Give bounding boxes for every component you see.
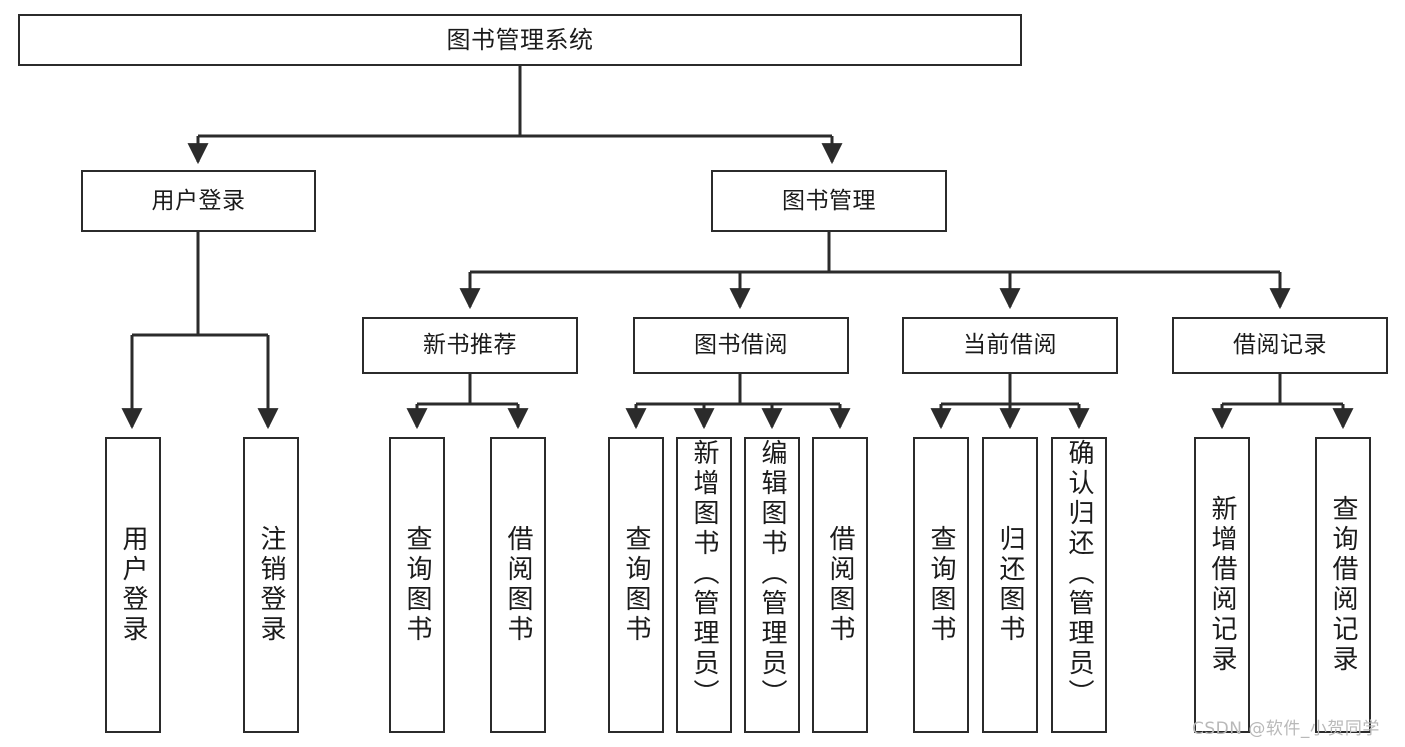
leaf-query-borrowing-record[interactable]: 查询借阅记录 [1315, 437, 1371, 733]
node-label: 借阅图书 [825, 525, 855, 645]
leaf-edit-book-admin[interactable]: 编辑图书（管理员） [744, 437, 800, 733]
node-label: 新增图书（管理员） [689, 439, 719, 709]
leaf-borrow-books-borrowing[interactable]: 借阅图书 [812, 437, 868, 733]
node-book-borrowing[interactable]: 图书借阅 [633, 317, 849, 374]
node-label: 图书管理 [782, 187, 876, 214]
node-label: 借阅图书 [503, 525, 533, 645]
node-label: 查询图书 [926, 525, 956, 645]
leaf-borrow-books-recommendation[interactable]: 借阅图书 [490, 437, 546, 733]
leaf-query-books-recommendation[interactable]: 查询图书 [389, 437, 445, 733]
node-label: 图书管理系统 [446, 26, 594, 54]
node-label: 用户登录 [118, 525, 148, 645]
node-label: 图书借阅 [694, 332, 788, 358]
node-new-book-recommendation[interactable]: 新书推荐 [362, 317, 578, 374]
leaf-add-borrowing-record[interactable]: 新增借阅记录 [1194, 437, 1250, 733]
leaf-logout[interactable]: 注销登录 [243, 437, 299, 733]
node-label: 查询借阅记录 [1328, 495, 1358, 675]
node-borrowing-records[interactable]: 借阅记录 [1172, 317, 1388, 374]
node-label: 注销登录 [256, 525, 286, 645]
node-user-login[interactable]: 用户登录 [81, 170, 316, 232]
node-label: 借阅记录 [1233, 332, 1327, 358]
node-label: 查询图书 [621, 525, 651, 645]
leaf-return-books[interactable]: 归还图书 [982, 437, 1038, 733]
node-label: 编辑图书（管理员） [757, 439, 787, 709]
node-label: 当前借阅 [963, 332, 1057, 358]
node-label: 新书推荐 [423, 332, 517, 358]
node-label: 新增借阅记录 [1207, 495, 1237, 675]
leaf-query-books-borrowing[interactable]: 查询图书 [608, 437, 664, 733]
node-label: 查询图书 [402, 525, 432, 645]
node-book-management[interactable]: 图书管理 [711, 170, 947, 232]
leaf-user-login[interactable]: 用户登录 [105, 437, 161, 733]
node-label: 归还图书 [995, 525, 1025, 645]
node-current-borrowing[interactable]: 当前借阅 [902, 317, 1118, 374]
node-root-library-management-system[interactable]: 图书管理系统 [18, 14, 1022, 66]
leaf-query-books-current[interactable]: 查询图书 [913, 437, 969, 733]
node-label: 确认归还（管理员） [1064, 439, 1094, 709]
leaf-confirm-return-admin[interactable]: 确认归还（管理员） [1051, 437, 1107, 733]
leaf-add-book-admin[interactable]: 新增图书（管理员） [676, 437, 732, 733]
watermark: CSDN @软件_小贺同学 [1192, 719, 1380, 739]
node-label: 用户登录 [151, 187, 246, 214]
